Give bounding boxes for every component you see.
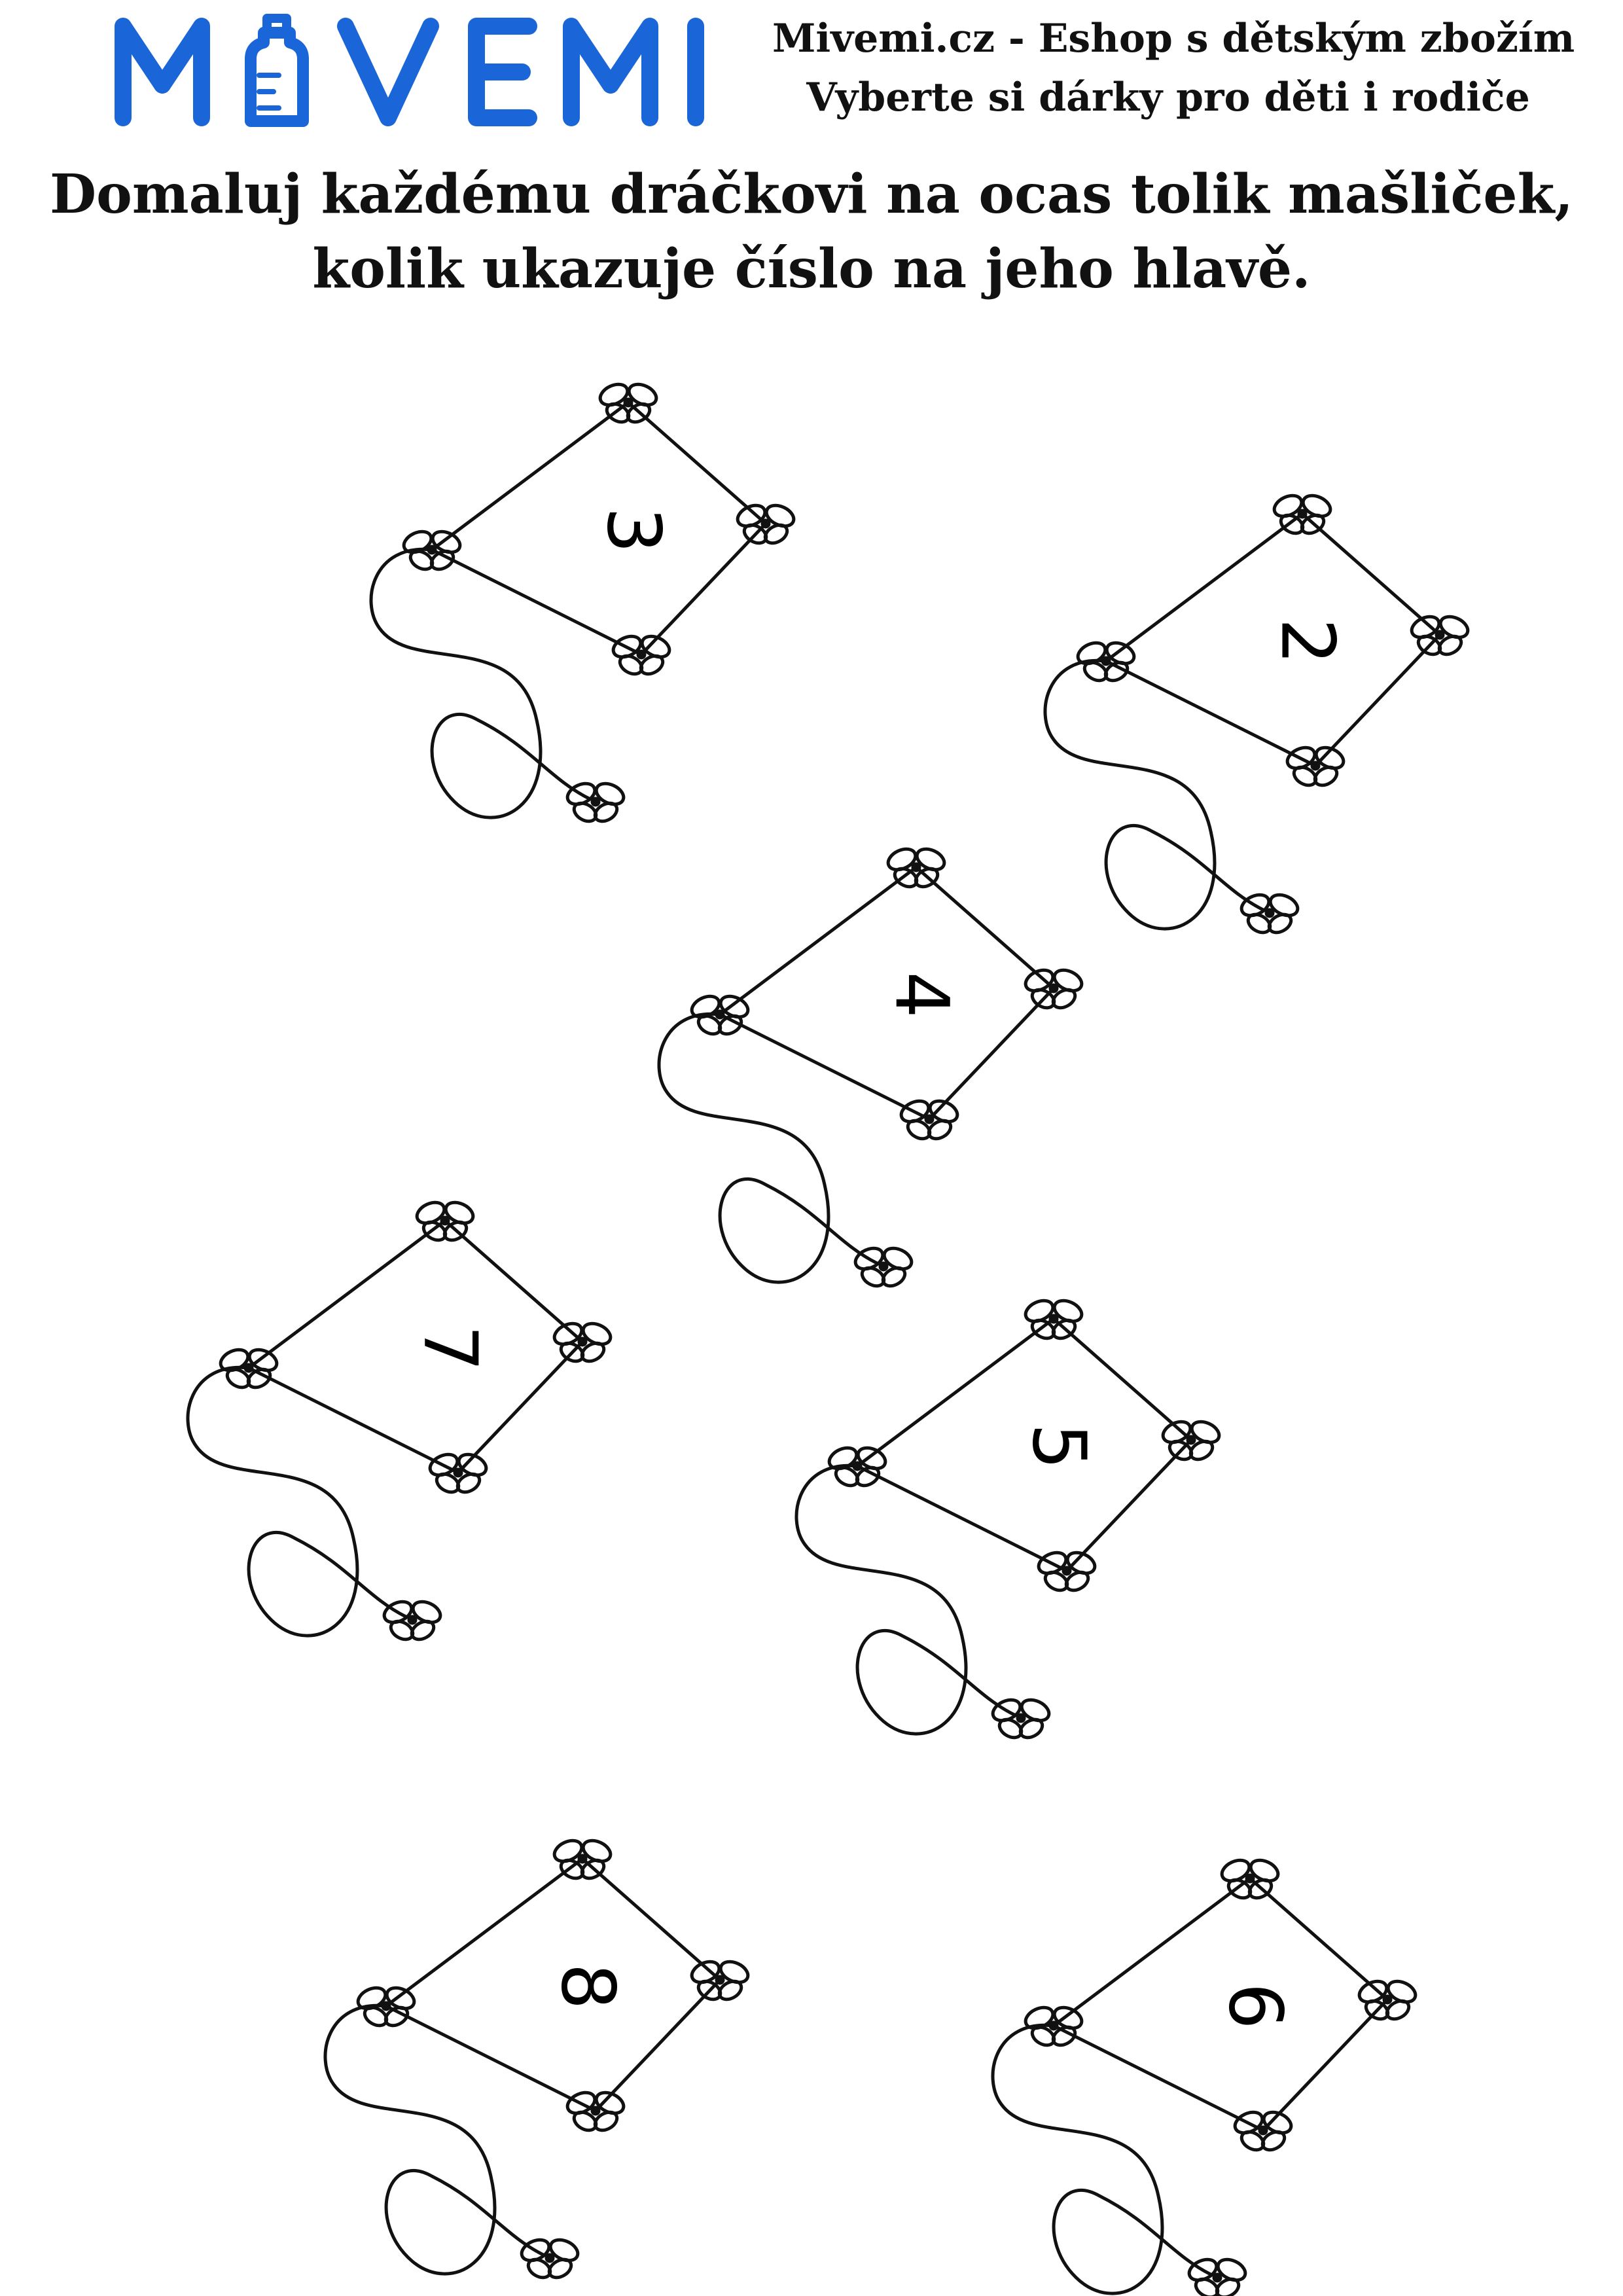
header-line-2: Vyberte si dárky pro děti i rodiče xyxy=(806,75,1530,120)
header-line-1: Mivemi.cz - Eshop s dětským zbožím xyxy=(772,16,1575,62)
kite-number: 2 xyxy=(1264,618,1349,664)
kite-number: 4 xyxy=(878,971,963,1018)
kite-number: 6 xyxy=(1212,1982,1297,2029)
kite-number: 8 xyxy=(544,1963,630,2009)
kite-1: 3 xyxy=(371,380,797,825)
kite-5: 5 xyxy=(796,1297,1222,1741)
kite-3: 4 xyxy=(659,845,1085,1289)
instructions: Domaluj každému dráčkovi na ocas tolik m… xyxy=(0,157,1623,306)
instructions-line-1: Domaluj každému dráčkovi na ocas tolik m… xyxy=(50,163,1573,226)
kite-7: 6 xyxy=(993,1856,1419,2296)
kite-2: 2 xyxy=(1045,492,1471,936)
kite-number: 7 xyxy=(407,1325,492,1371)
instructions-line-2: kolik ukazuje číslo na jeho hlavě. xyxy=(312,238,1311,300)
mavemi-logo xyxy=(115,14,704,127)
kite-number: 5 xyxy=(1016,1423,1101,1469)
kite-number: 3 xyxy=(590,507,675,553)
site-header: Mivemi.cz - Eshop s dětským zbožím Vyber… xyxy=(772,9,1575,127)
kite-6: 8 xyxy=(325,1837,751,2281)
kite-4: 7 xyxy=(188,1198,614,1643)
